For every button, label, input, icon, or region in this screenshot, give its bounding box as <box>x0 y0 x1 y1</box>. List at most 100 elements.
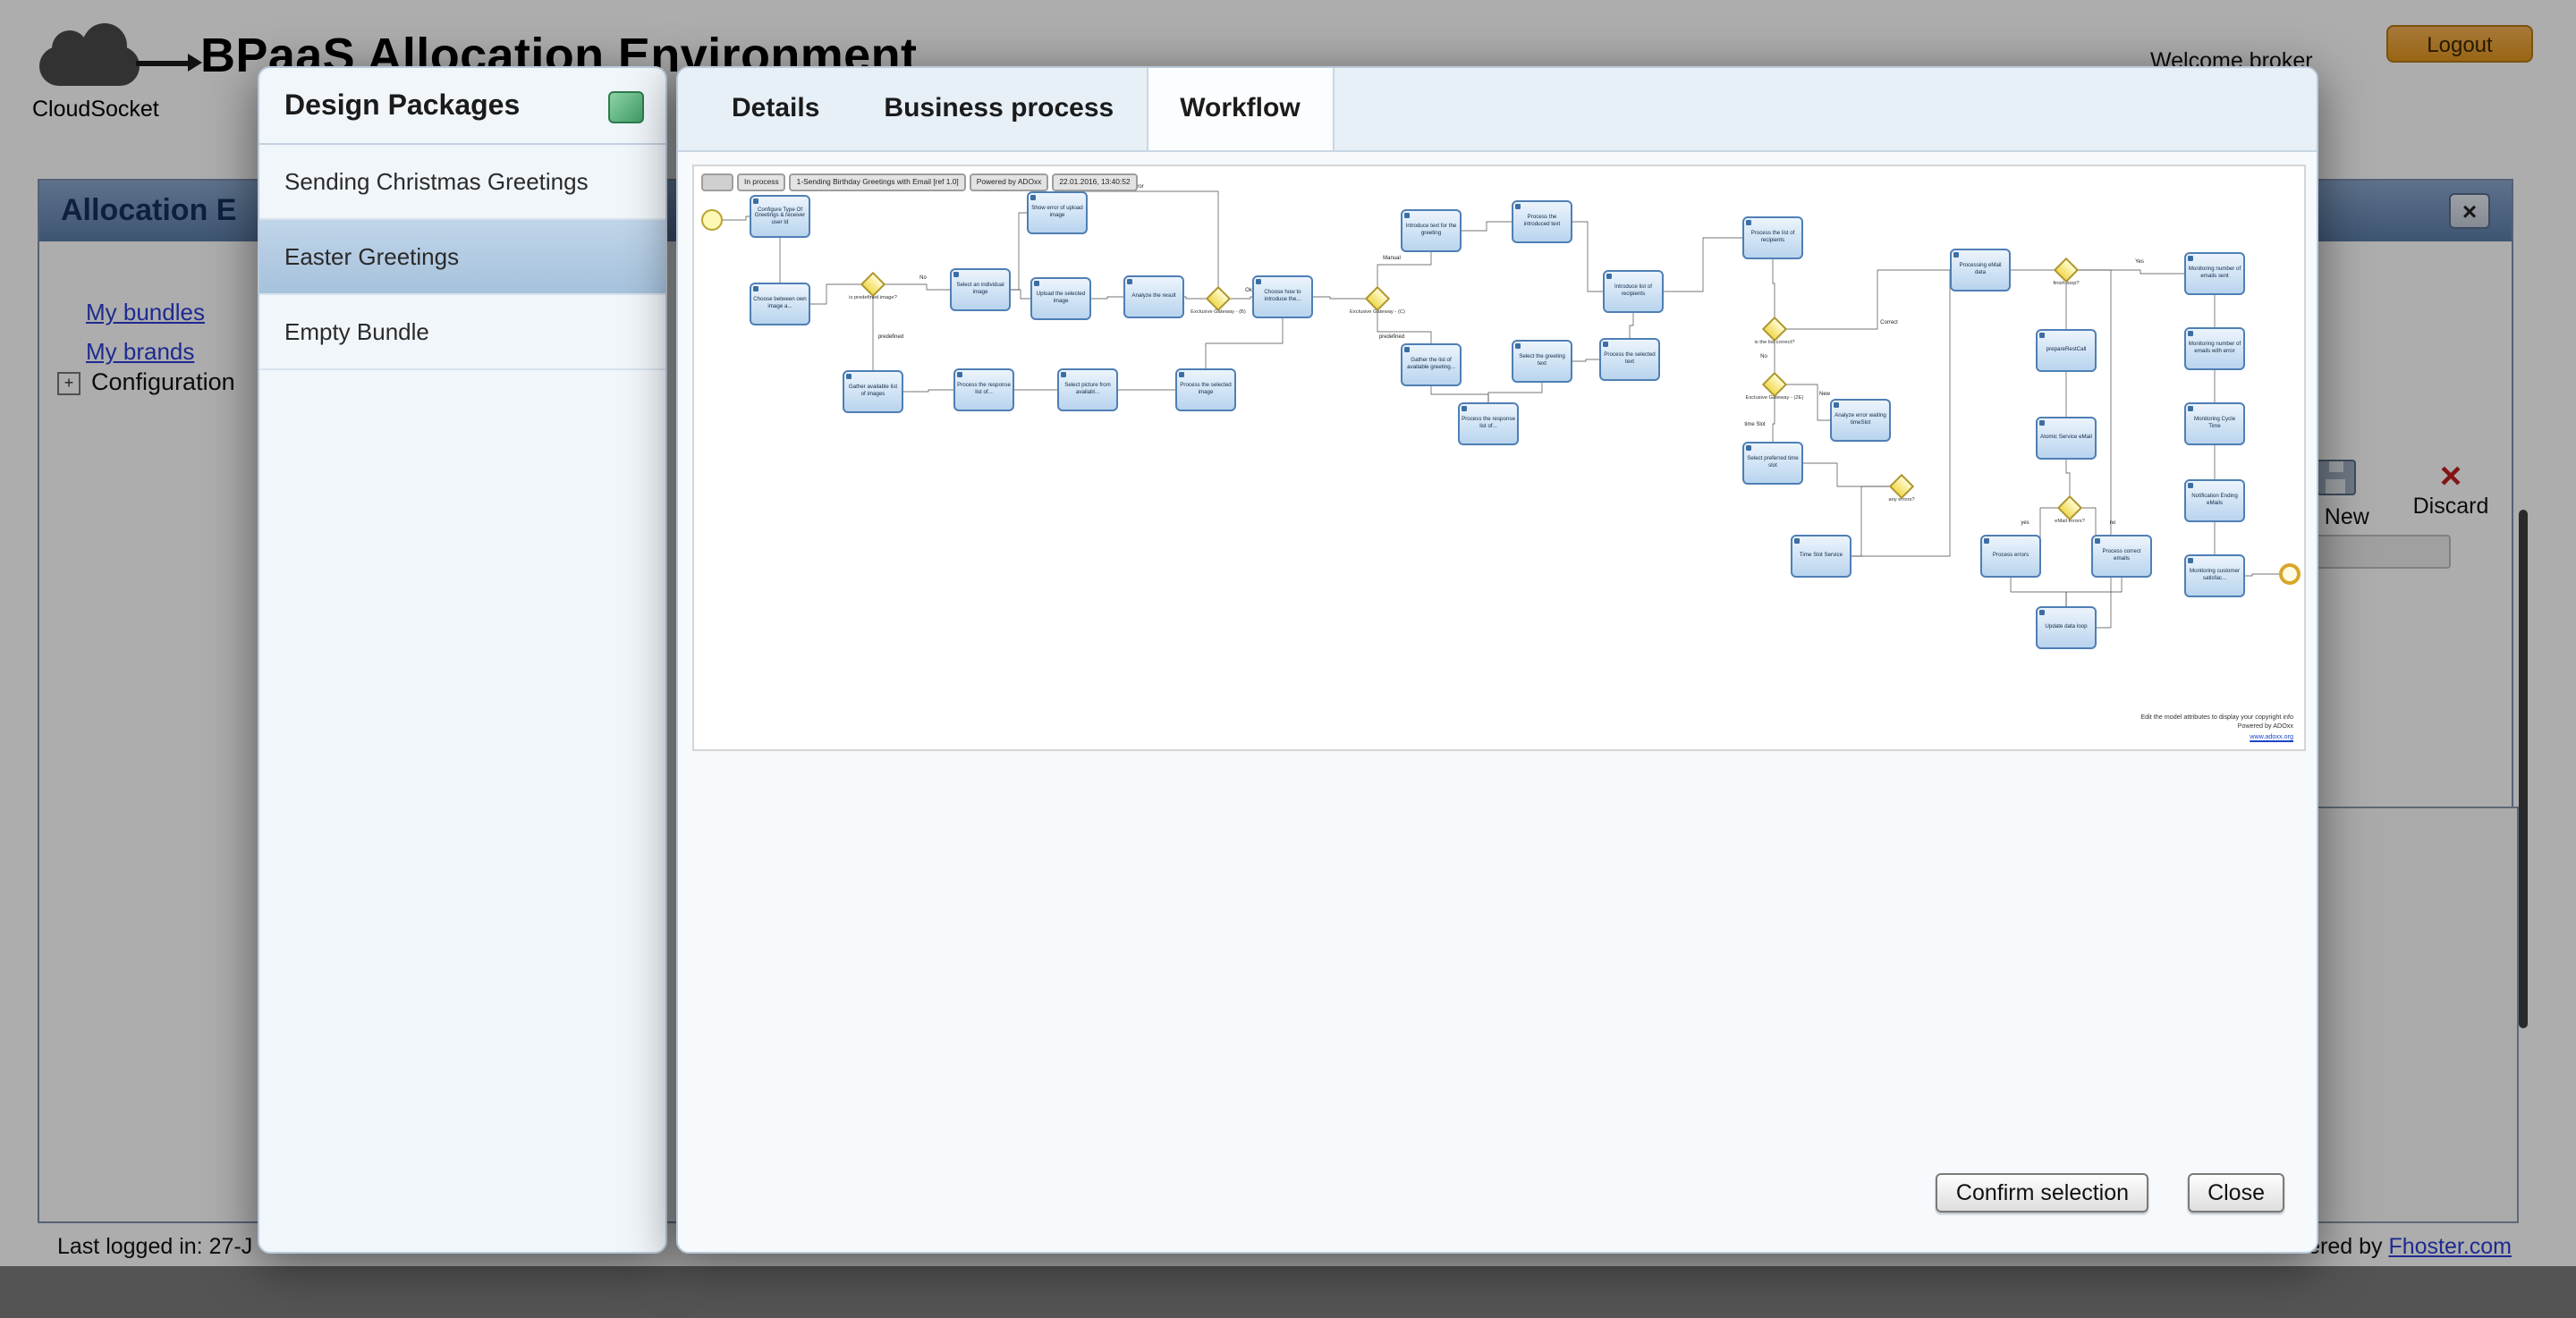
diagram-copyright: Edit the model attributes to display you… <box>2140 714 2293 742</box>
package-item-sending-christmas-greetings[interactable]: Sending Christmas Greetings <box>259 145 665 220</box>
gateway-label: Exclusive Gateway - (2E) <box>1745 393 1804 401</box>
bpmn-task: Process the list of recipients <box>1742 216 1803 259</box>
task-type-icon <box>1404 213 1411 219</box>
task-type-icon <box>2188 483 2194 489</box>
package-item-empty-bundle[interactable]: Empty Bundle <box>259 295 665 370</box>
svg-text:New: New <box>1819 392 1831 397</box>
task-type-icon <box>2039 610 2046 616</box>
close-icon[interactable]: × <box>2449 193 2490 229</box>
bpmn-task: Process the selected image <box>1175 368 1236 411</box>
discard-button[interactable]: × Discard <box>2386 456 2515 519</box>
task-type-icon <box>957 372 963 378</box>
bpmn-end-event-icon <box>2279 563 2301 585</box>
bpmn-start-event-icon <box>701 209 723 231</box>
gateway-label: Exclusive Gateway - (C) <box>1349 308 1405 315</box>
bpmn-task: Process the introduced text <box>1512 200 1572 243</box>
confirm-selection-button[interactable]: Confirm selection <box>1936 1173 2149 1212</box>
expand-icon[interactable]: + <box>57 372 80 395</box>
bpmn-task: Select the greeting text <box>1512 340 1572 383</box>
task-type-icon <box>1746 220 1752 226</box>
workflow-toolbar-pill: Powered by ADOxx <box>969 173 1049 191</box>
task-type-icon <box>1953 252 1960 258</box>
tab-business-process[interactable]: Business process <box>884 93 1114 123</box>
fhoster-link[interactable]: Fhoster.com <box>2388 1234 2512 1259</box>
task-type-icon <box>1061 372 1067 378</box>
task-type-icon <box>1462 406 1468 412</box>
bpmn-task: Show error of upload image <box>1027 191 1088 234</box>
bpmn-task: Gather available list of images <box>843 370 903 413</box>
task-type-icon <box>1515 204 1521 210</box>
logout-button[interactable]: Logout <box>2386 25 2533 63</box>
gateway-label: eMail errors? <box>2055 517 2085 524</box>
task-type-icon <box>1030 195 1037 201</box>
task-type-icon <box>2188 406 2194 412</box>
tab-workflow[interactable]: Workflow <box>1146 68 1335 150</box>
task-type-icon <box>2188 331 2194 337</box>
package-detail-panel: Details Business process Workflow In proce… <box>676 66 2318 1254</box>
copyright-line: Edit the model attributes to display you… <box>2140 713 2293 721</box>
svg-text:No: No <box>919 275 927 281</box>
svg-text:Yes: Yes <box>2135 259 2144 265</box>
bpmn-task: Atomic Service eMail <box>2036 417 2097 460</box>
svg-text:Error: Error <box>1131 184 1143 190</box>
discard-label: Discard <box>2412 494 2489 519</box>
bpmn-task: Monitoring Cycle Time <box>2184 402 2245 445</box>
adoxx-link[interactable]: www.adoxx.org <box>2250 732 2293 740</box>
task-type-icon <box>1179 372 1185 378</box>
svg-text:Ok: Ok <box>1245 288 1253 293</box>
tab-details[interactable]: Details <box>732 93 820 123</box>
task-type-icon <box>1127 279 1133 285</box>
bpmn-task: Configure Type Of Greetings & receiver u… <box>750 195 810 238</box>
bpmn-task: Process the response list of... <box>953 368 1014 411</box>
copyright-line: Powered by ADOxx <box>2237 722 2293 731</box>
bpmn-task: Introduce list of recipients <box>1603 270 1664 313</box>
task-type-icon <box>1034 281 1040 287</box>
close-button[interactable]: Close <box>2188 1173 2284 1212</box>
bpmn-task: Time Slot Service <box>1791 535 1852 578</box>
sidebar-item-configuration[interactable]: +Configuration <box>57 368 235 395</box>
task-type-icon <box>753 286 759 292</box>
tab-bar: Details Business process Workflow <box>678 68 2317 152</box>
bpmn-task: Select preferred time slot <box>1742 442 1803 485</box>
workflow-toolbar-pill: 1-Sending Birthday Greetings with Email … <box>789 173 966 191</box>
gateway-label: any errors? <box>1888 495 1915 503</box>
model-nav-icon <box>701 173 733 191</box>
svg-text:No: No <box>1760 354 1767 359</box>
discard-x-icon: × <box>2439 456 2462 497</box>
bpmn-task: Update data loop <box>2036 606 2097 649</box>
svg-text:predefined: predefined <box>1379 334 1404 340</box>
modal-actions: Confirm selection Close <box>1936 1173 2284 1212</box>
bpmn-task: Notification Ending eMails <box>2184 479 2245 522</box>
svg-text:predefined: predefined <box>878 334 903 340</box>
scrollbar[interactable] <box>2519 510 2528 1028</box>
sidebar-item-my-bundles[interactable]: My bundles <box>86 299 205 325</box>
bpmn-task: Choose between own image a... <box>750 283 810 325</box>
task-type-icon <box>1404 347 1411 353</box>
bpmn-task: Monitoring number of emails with error <box>2184 327 2245 370</box>
design-packages-title: Design Packages <box>284 91 521 122</box>
save-icon <box>2317 460 2356 495</box>
bpmn-task: Introduce text for the greeting <box>1401 209 1462 252</box>
sidebar-item-my-brands[interactable]: My brands <box>86 338 195 365</box>
design-packages-panel: Design Packages Sending Christmas Greeti… <box>258 66 667 1254</box>
task-type-icon <box>2039 420 2046 427</box>
bpmn-task: Choose how to introduce the... <box>1252 275 1313 318</box>
package-item-easter-greetings[interactable]: Easter Greetings <box>259 220 665 295</box>
task-type-icon <box>846 374 852 380</box>
task-type-icon <box>2188 558 2194 564</box>
last-login-text: Last logged in: 27-J <box>57 1234 253 1259</box>
bpmn-task: Monitoring customer satisfac... <box>2184 554 2245 597</box>
task-type-icon <box>2095 538 2101 545</box>
arrow-icon <box>136 55 202 70</box>
bpmn-task: prepareRestCall <box>2036 329 2097 372</box>
task-type-icon <box>2188 256 2194 262</box>
task-type-icon <box>1746 445 1752 452</box>
bpmn-task: Process errors <box>1980 535 2041 578</box>
bpmn-task: Select picture from availabl... <box>1057 368 1118 411</box>
bpmn-task: Upload the selected image <box>1030 277 1091 320</box>
bpmn-task: Monitoring number of emails sent <box>2184 252 2245 295</box>
